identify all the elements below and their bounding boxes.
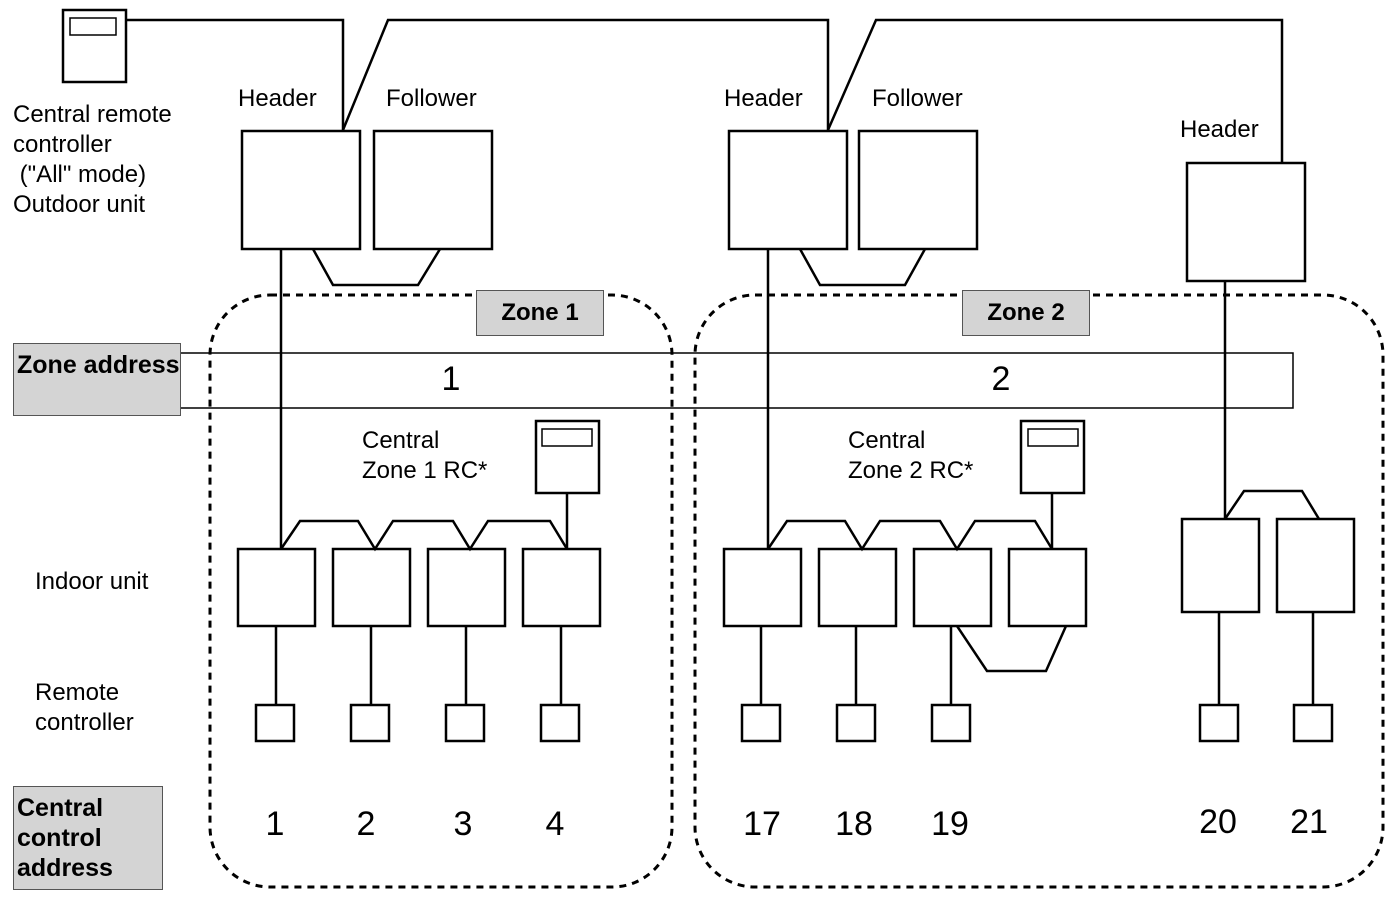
zone1-rc-unit bbox=[534, 419, 601, 495]
zone1-boundary bbox=[208, 293, 674, 889]
zone-address-value-1: 1 bbox=[441, 360, 461, 398]
header-label-1: Header bbox=[238, 85, 317, 112]
remote-controller-3 bbox=[444, 703, 486, 743]
outdoor-header-3 bbox=[1185, 161, 1307, 283]
remote-controller-19 bbox=[930, 703, 972, 743]
outdoor-link-2 bbox=[798, 248, 927, 287]
remote-controller-21 bbox=[1292, 703, 1334, 743]
indoor-unit-label: Indoor unit bbox=[35, 568, 149, 595]
zone2-rc-label: Central Zone 2 RC* bbox=[848, 427, 974, 484]
indoor-unit-19 bbox=[912, 547, 993, 628]
zone1-rc-label: Central Zone 1 RC* bbox=[362, 427, 488, 484]
remote-controller-1 bbox=[254, 703, 296, 743]
central-rc-display bbox=[69, 17, 117, 36]
zone2-rc-unit bbox=[1019, 419, 1086, 495]
indoor-unit-1 bbox=[236, 547, 317, 628]
remote-controller-label: Remote controller bbox=[35, 679, 134, 736]
central-rc-label: Central remote controller ("All" mode) O… bbox=[13, 101, 172, 218]
zone2-tag: Zone 2 bbox=[962, 290, 1090, 336]
header-label-3: Header bbox=[1180, 116, 1259, 143]
header-label-2: Header bbox=[724, 85, 803, 112]
outdoor-header-1 bbox=[240, 129, 362, 251]
central-control-address-tag: Central control address bbox=[13, 786, 163, 890]
indoor-chain-3 bbox=[1223, 489, 1321, 520]
central-address-4: 4 bbox=[545, 805, 565, 843]
remote-controller-2 bbox=[349, 703, 391, 743]
zone-address-tag: Zone address bbox=[13, 343, 181, 416]
top-wiring-c bbox=[826, 18, 1284, 163]
zone-address-band bbox=[179, 352, 1294, 409]
central-address-21: 21 bbox=[1290, 803, 1328, 841]
outdoor-follower-2 bbox=[857, 129, 979, 251]
outdoor-header-2 bbox=[727, 129, 849, 251]
outdoor-link-1 bbox=[311, 248, 442, 287]
remote-controller-17 bbox=[740, 703, 782, 743]
central-address-3: 3 bbox=[453, 805, 473, 843]
indoor-chain-1 bbox=[279, 519, 569, 552]
indoor-unit-17 bbox=[722, 547, 803, 628]
remote-controller-4 bbox=[539, 703, 581, 743]
indoor-link-19 bbox=[955, 625, 1068, 673]
central-address-20: 20 bbox=[1199, 803, 1237, 841]
indoor-unit-2 bbox=[331, 547, 412, 628]
central-address-18: 18 bbox=[835, 805, 873, 843]
central-address-1: 1 bbox=[265, 805, 285, 843]
follower-label-2: Follower bbox=[872, 85, 963, 112]
remote-controller-18 bbox=[835, 703, 877, 743]
zone2-rc-display bbox=[1027, 428, 1079, 447]
indoor-unit-20 bbox=[1180, 517, 1261, 614]
indoor-unit-18 bbox=[817, 547, 898, 628]
indoor-unit-3 bbox=[426, 547, 507, 628]
zone2-boundary bbox=[693, 293, 1385, 889]
follower-label-1: Follower bbox=[386, 85, 477, 112]
top-wiring-b bbox=[341, 18, 830, 131]
outdoor-follower-1 bbox=[372, 129, 494, 251]
indoor-unit-21 bbox=[1275, 517, 1356, 614]
central-address-19: 19 bbox=[931, 805, 969, 843]
zone-address-value-2: 2 bbox=[991, 360, 1011, 398]
central-address-2: 2 bbox=[356, 805, 376, 843]
central-address-17: 17 bbox=[743, 805, 781, 843]
indoor-chain-2 bbox=[766, 519, 1054, 552]
remote-controller-20 bbox=[1198, 703, 1240, 743]
indoor-unit-19b bbox=[1007, 547, 1088, 628]
top-wiring-a bbox=[126, 18, 345, 130]
central-rc-unit bbox=[61, 8, 128, 84]
indoor-unit-4 bbox=[521, 547, 602, 628]
zone1-tag: Zone 1 bbox=[476, 290, 604, 336]
zone1-rc-display bbox=[541, 428, 593, 447]
